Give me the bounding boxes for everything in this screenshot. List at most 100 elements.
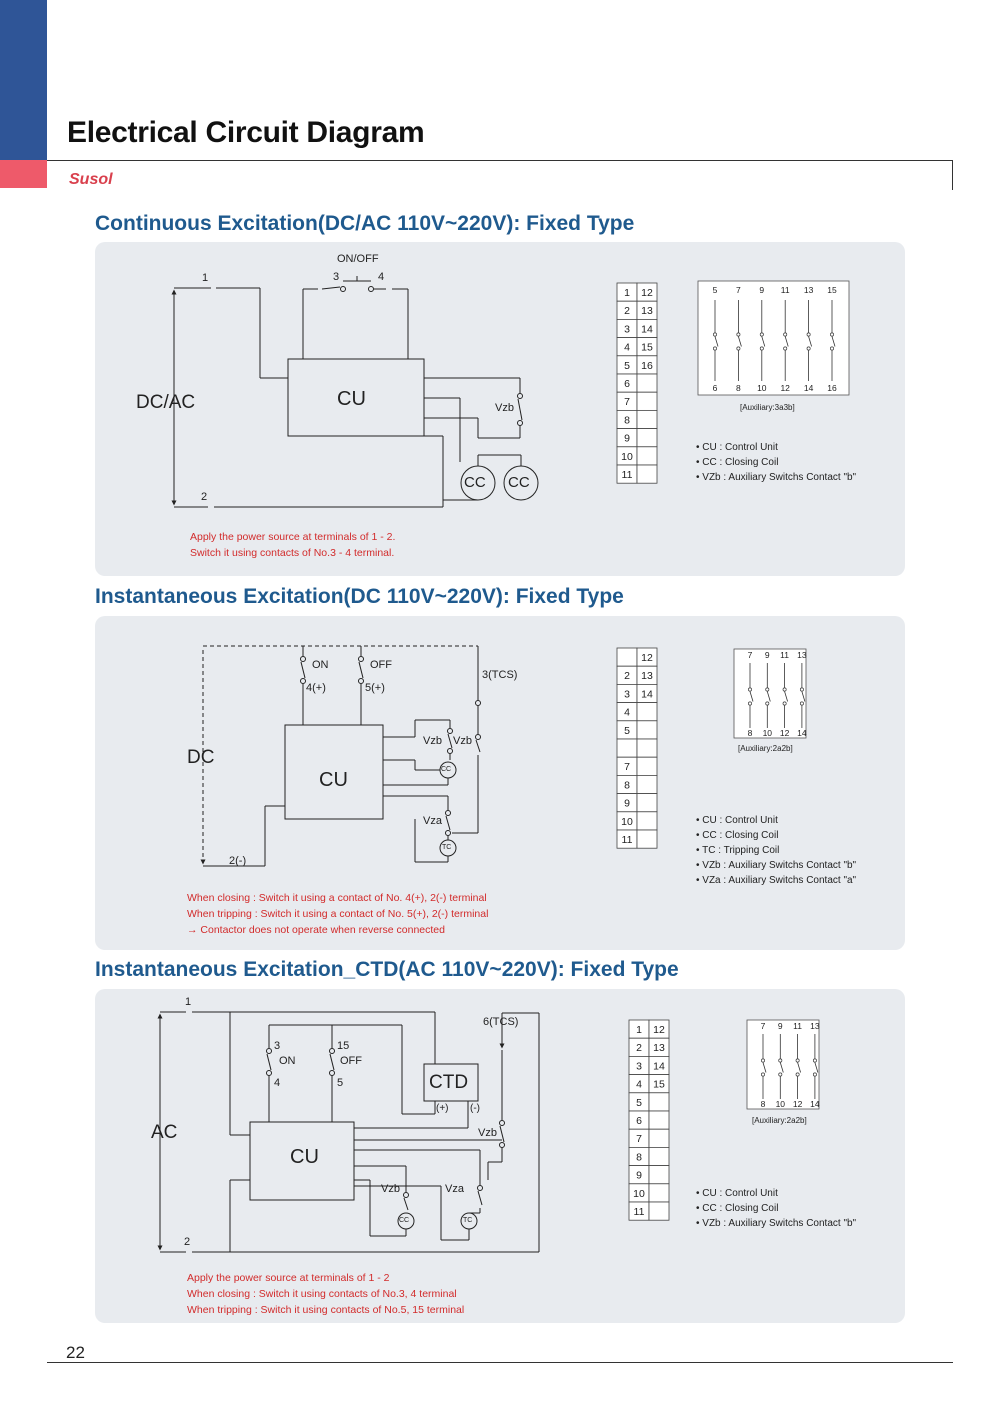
terminal-cell [636, 428, 658, 448]
brand-logo: Susol [69, 171, 113, 188]
aux-terminal-number: 10 [757, 383, 767, 393]
ctd-label: CTD [429, 1072, 469, 1093]
terminal-label-2: 2(-) [229, 855, 247, 867]
aux-contact-point [830, 332, 834, 337]
terminal-label-15: 15 [337, 1040, 350, 1052]
note-line: When tripping : Switch it using a contac… [187, 908, 489, 920]
terminal-number: 13 [653, 1042, 665, 1054]
sidebar-accent-blue [0, 0, 47, 160]
switch-label: ON/OFF [337, 253, 379, 265]
terminal-cell [636, 391, 658, 411]
aux-contact-point [778, 1058, 783, 1063]
aux-terminal-number: 9 [765, 650, 770, 660]
cu-box [284, 724, 384, 820]
aux-terminal-number: 13 [810, 1021, 820, 1031]
terminal-number: 3 [624, 323, 630, 335]
aux-contact-point [713, 346, 717, 351]
aux-contact-point [736, 332, 741, 337]
terminal-cell [636, 373, 658, 393]
title-divider-end [952, 160, 953, 190]
tc-label: TC [442, 844, 452, 851]
aux-terminal-number: 16 [827, 383, 837, 393]
aux-contact-blade [749, 691, 754, 702]
terminal-cell [636, 446, 658, 466]
terminal-number: 13 [641, 670, 653, 682]
terminal-number: 10 [621, 816, 633, 828]
aux-contact-point [748, 701, 752, 706]
aux-contact-point [713, 332, 717, 337]
aux-terminal-number: 8 [761, 1099, 766, 1109]
section-title-continuous: Continuous Excitation(DC/AC 110V~220V): … [95, 212, 635, 235]
aux-terminal-number: 9 [778, 1021, 783, 1031]
terminal-label-5: 5(+) [365, 682, 385, 694]
aux-contact-point [759, 346, 764, 351]
aux-terminal-number: 14 [804, 383, 814, 393]
terminal-cell [648, 1092, 670, 1112]
aux-contact-blade [784, 336, 789, 347]
terminal-number: 12 [641, 652, 653, 664]
aux-terminal-number: 11 [781, 285, 790, 295]
terminal-cell [648, 1147, 670, 1167]
terminal-number: 14 [641, 688, 653, 700]
legend-item: • CC : Closing Coil [696, 830, 779, 841]
aux-contact-point [736, 346, 741, 351]
aux-terminal-number: 13 [804, 285, 814, 295]
terminal-label-4: 4 [378, 271, 385, 283]
aux-contact-blade [714, 336, 719, 347]
aux-contact-point [759, 332, 764, 337]
legend-item: • CU : Control Unit [696, 1188, 778, 1199]
terminal-label-3: 3(TCS) [482, 669, 518, 681]
aux-terminal-number: 10 [763, 728, 773, 738]
cc-label-2: CC [508, 474, 530, 491]
aux-contact-blade [801, 691, 806, 702]
aux-caption: [Auxiliary:2a2b] [738, 744, 793, 753]
terminal-cell [636, 720, 658, 740]
terminal-cell [636, 775, 658, 795]
terminal-number: 9 [624, 433, 630, 445]
note-line: Switch it using contacts of No.3 - 4 ter… [190, 547, 395, 559]
aux-contact-point [748, 687, 752, 692]
terminal-number: 12 [641, 287, 653, 299]
vza-label: Vza [445, 1183, 464, 1195]
terminal-cell [616, 647, 638, 667]
ctd-box [423, 1063, 479, 1102]
legend-item: • VZb : Auxiliary Switchs Contact "b" [696, 472, 857, 483]
terminal-number: 2 [636, 1042, 642, 1054]
terminal-number: 2 [624, 670, 630, 682]
aux-terminal-number: 14 [797, 728, 807, 738]
aux-terminal-number: 5 [713, 285, 718, 295]
vzb-label: Vzb [381, 1183, 400, 1195]
aux-terminal-number: 8 [748, 728, 753, 738]
notes: Apply the power source at terminals of 1… [190, 529, 395, 561]
aux-terminal-number: 6 [713, 383, 718, 393]
terminal-cell [636, 702, 658, 722]
terminal-number: 2 [624, 305, 630, 317]
note-line: Apply the power source at terminals of 1… [190, 531, 396, 543]
legend-item: • CU : Control Unit [696, 442, 778, 453]
terminal-cell [636, 738, 658, 758]
terminal-label-2: 2 [184, 1236, 191, 1248]
terminal-number: 5 [624, 725, 630, 737]
aux-contact-point [806, 346, 811, 351]
terminal-cell [648, 1165, 670, 1185]
aux-contact-point [778, 1072, 783, 1077]
aux-contact-point [799, 701, 804, 706]
legend-item: • CC : Closing Coil [696, 1203, 779, 1214]
terminal-number: 15 [641, 342, 653, 354]
off-label: OFF [340, 1055, 362, 1067]
page-title: Electrical Circuit Diagram [67, 116, 425, 149]
supply-label: DC [187, 747, 215, 768]
terminal-cell [636, 793, 658, 813]
legend-item: • TC : Tripping Coil [696, 845, 780, 856]
cu-label: CU [319, 769, 348, 791]
legend-item: • CU : Control Unit [696, 815, 778, 826]
aux-contact-blade [797, 1062, 801, 1073]
aux-contact-point [795, 1072, 800, 1077]
terminal-number: 7 [624, 761, 630, 773]
footer-divider [47, 1362, 953, 1363]
vzb-label: Vzb [453, 735, 472, 747]
terminal-number: 5 [636, 1097, 642, 1109]
title-divider [47, 160, 953, 161]
page-number: 22 [66, 1343, 85, 1362]
